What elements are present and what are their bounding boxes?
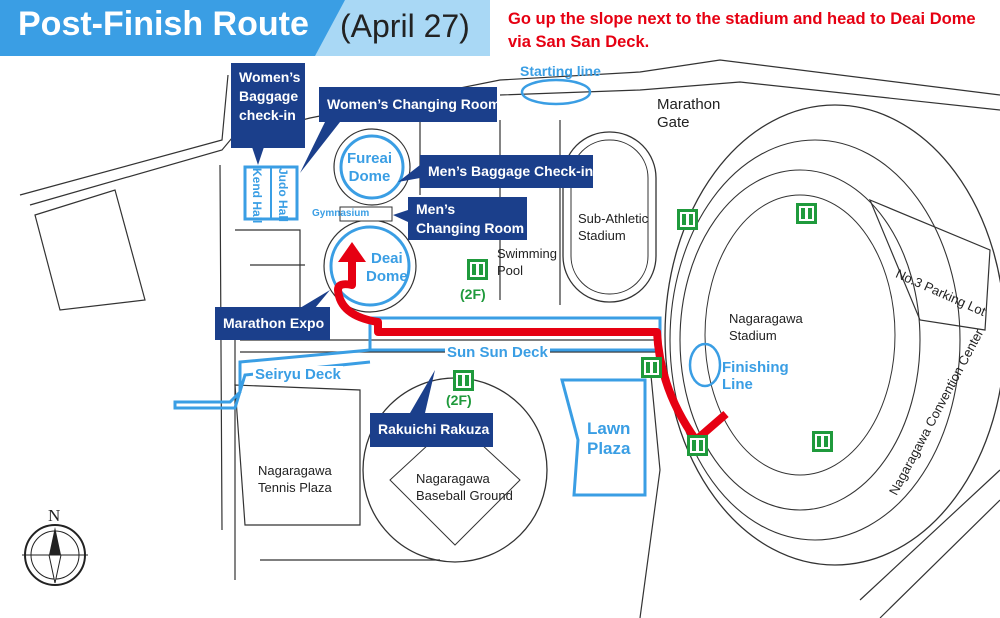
label-line: Gate: [657, 114, 690, 131]
stadium-label: Nagaragawa Stadium: [729, 310, 803, 344]
restroom-icon: [467, 259, 488, 280]
label-line: Stadium: [729, 328, 777, 343]
label-line: Marathon: [657, 96, 721, 113]
route-arrow-head: [338, 242, 366, 262]
label-line: Plaza: [587, 439, 631, 458]
marathon-gate-label: Marathon Gate: [657, 96, 720, 132]
baseball-ground-label: Nagaragawa Baseball Ground: [416, 470, 513, 504]
stadium-field: [704, 194, 896, 476]
callout-womens-baggage: Women’s Baggage check-in: [231, 63, 305, 148]
instruction-line: Go up the slope next to the stadium and …: [508, 10, 976, 28]
route-instruction: Go up the slope next to the stadium and …: [508, 8, 976, 54]
label-line: Baseball Ground: [416, 488, 513, 503]
callout-text: Changing Room: [416, 220, 525, 236]
callout-rakuichi-rakuza: Rakuichi Rakuza: [370, 413, 493, 447]
post-finish-route: [334, 262, 729, 444]
floor-2f-label: (2F): [460, 286, 486, 302]
label-line: Nagaragawa: [729, 311, 803, 326]
label-line: Dome: [366, 268, 408, 285]
callout-text: Men’s: [416, 201, 456, 217]
callout-mens-baggage: Men’s Baggage Check-in: [420, 155, 593, 188]
compass-icon: [22, 524, 88, 586]
callout-womens-changing: Women’s Changing Room: [319, 87, 500, 122]
deai-dome-label: Deai Dome: [366, 250, 408, 286]
stadium-outer: [664, 104, 1000, 566]
label-line: Nagaragawa: [416, 471, 490, 486]
label-line: Sub-Athletic: [578, 211, 649, 226]
label-line: Line: [722, 376, 753, 393]
tennis-plaza-label: Nagaragawa Tennis Plaza: [258, 462, 332, 496]
floor-2f-label: (2F): [446, 392, 472, 408]
page-title: Post-Finish Route: [18, 5, 309, 43]
instruction-line: via San San Deck.: [508, 33, 650, 51]
fureai-dome-marker: [339, 134, 405, 200]
fureai-dome-label: Fureai Dome: [347, 150, 392, 186]
restroom-icons: [453, 203, 833, 456]
swimming-pool-label: Swimming Pool: [497, 245, 557, 279]
label-line: Tennis Plaza: [258, 480, 332, 495]
label-line: Finishing: [722, 359, 789, 376]
event-date: (April 27): [340, 8, 470, 44]
callout-mens-changing: Men’s Changing Room: [408, 197, 527, 240]
seiryu-deck-label: Seiryu Deck: [253, 366, 343, 383]
label-line: Stadium: [578, 228, 626, 243]
gymnasium-outline: [339, 206, 393, 222]
sub-athletic-label: Sub-Athletic Stadium: [578, 210, 648, 244]
restroom-icon: [641, 357, 662, 378]
judo-hall-label: Judo Hall: [276, 168, 290, 223]
callout-pointers: [252, 122, 435, 413]
lawn-plaza-area: [560, 378, 647, 497]
sub-athletic-inner: [570, 139, 649, 295]
seiryu-deck: [173, 348, 371, 410]
label-line: Fureai: [347, 150, 393, 167]
label-line: Dome: [348, 168, 391, 185]
starting-line-marker: [520, 78, 592, 106]
label-line: Pool: [497, 263, 524, 278]
restroom-icon: [453, 370, 474, 391]
fureai-dome-outline: [333, 128, 411, 206]
north-label: N: [48, 506, 61, 525]
label-line: Lawn: [587, 419, 631, 438]
sub-athletic-track: [562, 131, 657, 303]
lawn-plaza-label: Lawn Plaza: [587, 419, 630, 459]
callout-marathon-expo: Marathon Expo: [215, 307, 330, 340]
finishing-line-label: Finishing Line: [722, 359, 789, 393]
label-line: Swimming: [497, 246, 557, 261]
restroom-icon: [687, 435, 708, 456]
restroom-icon: [812, 431, 833, 452]
roads: [19, 59, 1000, 618]
finishing-line-marker: [688, 342, 722, 388]
starting-line-label: Starting line: [520, 63, 601, 79]
kendo-hall-label: Kend Hall: [250, 168, 264, 224]
stadium-ring: [669, 139, 961, 541]
callout-text: check-in: [239, 107, 296, 123]
label-line: Nagaragawa: [258, 463, 332, 478]
callout-text: Women’s: [239, 69, 301, 85]
callout-text: Baggage: [239, 88, 299, 104]
restroom-icon: [677, 209, 698, 230]
deai-dome-marker: [329, 225, 411, 307]
label-line: Deai: [371, 250, 403, 267]
sun-sun-deck-label: Sun Sun Deck: [445, 344, 550, 361]
header-band: [0, 0, 345, 56]
stadium-track: [679, 169, 921, 511]
gymnasium-label: Gymnasium: [312, 208, 370, 219]
restroom-icon: [796, 203, 817, 224]
